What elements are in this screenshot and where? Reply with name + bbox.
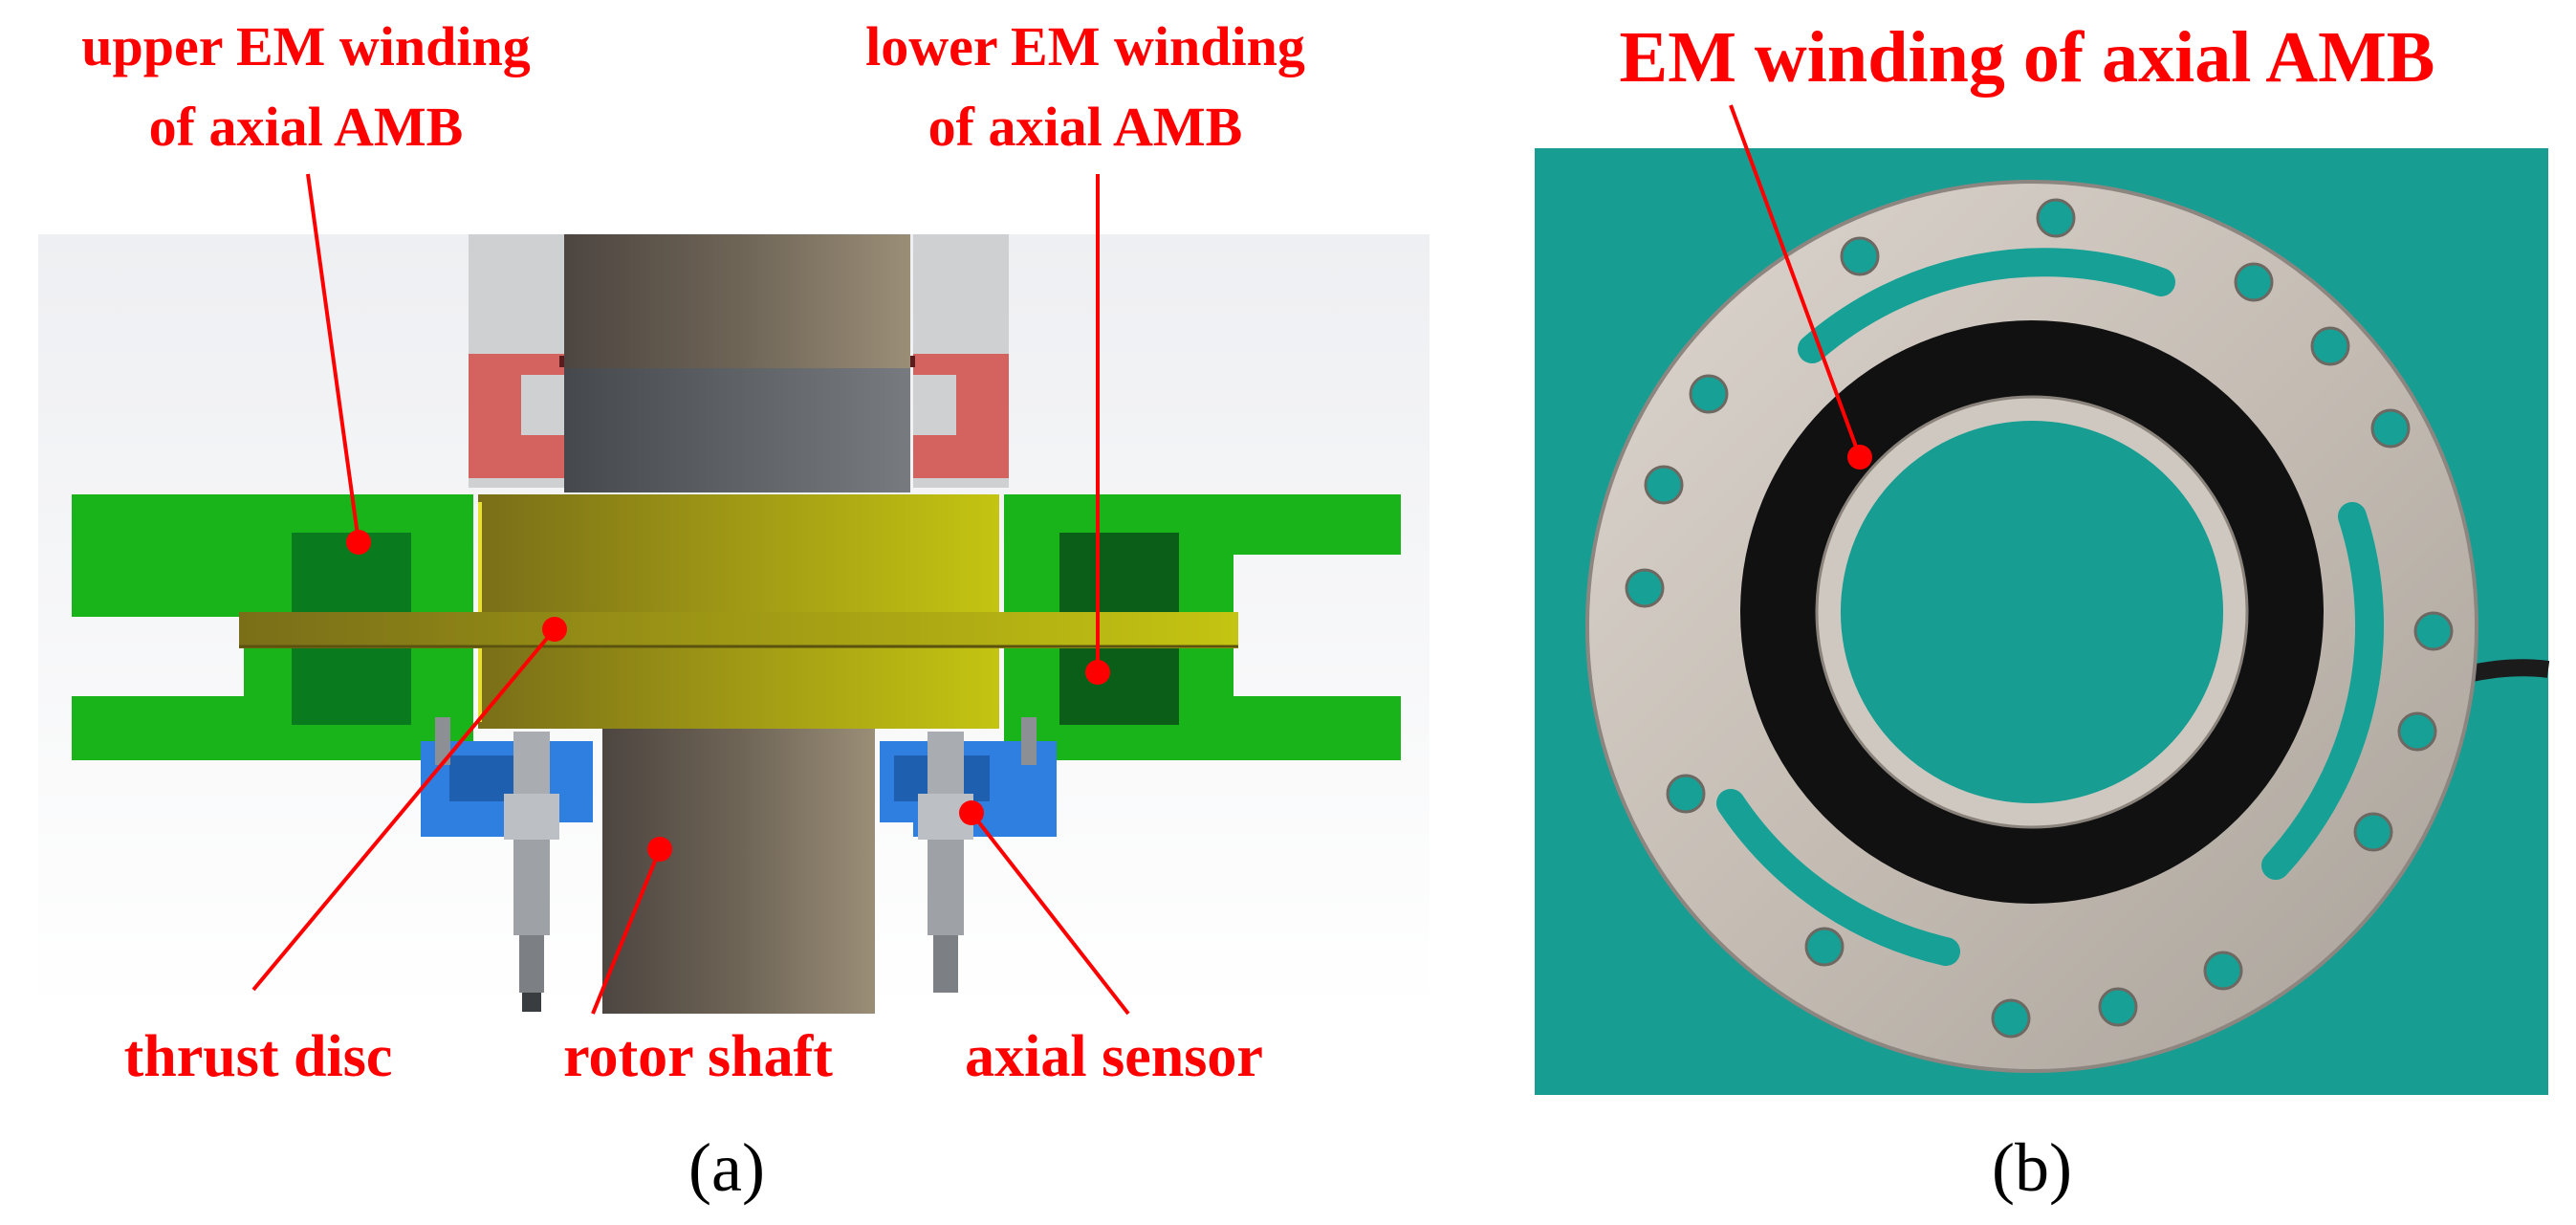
bolt-hole — [2310, 326, 2350, 366]
panel-a: upper EM winding of axial AMB lower EM w… — [38, 15, 1430, 1206]
thrust-disc-hub — [478, 494, 999, 729]
arc-slot-right — [2261, 502, 2384, 880]
axial-sensor-right — [918, 732, 973, 993]
label-thrust-disc: thrust disc — [124, 1024, 393, 1089]
rotor-shaft-lower — [602, 729, 875, 1014]
thrust-disc-plate — [239, 612, 1238, 648]
rotor-shaft-collar — [564, 368, 910, 492]
bolt-hole — [1991, 998, 2031, 1039]
bolt-hole — [2234, 262, 2274, 302]
caption-b: (b) — [1992, 1129, 2072, 1206]
bolt-hole — [1644, 465, 1684, 505]
label-axial-sensor: axial sensor — [965, 1024, 1263, 1089]
arc-slots — [1716, 248, 2384, 966]
bolt-hole — [2203, 951, 2243, 991]
bolt-hole — [2098, 987, 2138, 1027]
panel-a-leader-lines — [251, 173, 1130, 1016]
rotor-shaft-upper — [564, 234, 910, 368]
label-lower-winding-line1: lower EM winding — [865, 15, 1305, 77]
sensor-pin-right — [1021, 717, 1037, 765]
label-em-winding: EM winding of axial AMB — [1620, 17, 2435, 98]
bolt-hole — [2353, 812, 2393, 852]
arc-slot-top — [1798, 248, 2175, 363]
dot-lower-winding — [1085, 660, 1110, 685]
upper-bearing-right — [913, 354, 1009, 478]
bolt-hole — [2370, 408, 2411, 448]
leader-em-winding — [1729, 104, 1862, 458]
lower-winding-right — [1059, 648, 1179, 725]
center-bore — [1841, 421, 2223, 803]
dot-axial-sensor — [959, 800, 984, 825]
label-rotor-shaft: rotor shaft — [563, 1024, 833, 1089]
leader-rotor-shaft — [591, 848, 662, 1015]
upper-bearing-left — [469, 354, 569, 478]
bolt-hole — [2397, 711, 2437, 752]
dot-rotor-shaft — [647, 837, 672, 862]
leader-upper-winding — [306, 173, 360, 543]
label-upper-winding-line2: of axial AMB — [149, 96, 464, 158]
bolt-hole — [1840, 236, 1880, 276]
bolt-hole — [2413, 611, 2454, 651]
dot-thrust-disc — [542, 617, 567, 642]
label-upper-winding-line1: upper EM winding — [81, 15, 531, 77]
bolt-hole — [2036, 198, 2076, 238]
panel-b: EM winding of axial AMB (b) — [1535, 17, 2550, 1206]
label-lower-winding-line2: of axial AMB — [928, 96, 1243, 158]
caption-a: (a) — [688, 1129, 765, 1206]
bolt-hole — [1804, 927, 1845, 967]
center-bore-shade — [1841, 421, 2223, 803]
upper-winding-right — [1059, 533, 1179, 612]
sensor-pin-left — [435, 717, 450, 765]
bolt-hole — [1689, 374, 1729, 414]
lower-winding-left — [292, 648, 411, 725]
leader-axial-sensor — [970, 811, 1130, 1016]
axial-sensor-left — [504, 732, 559, 1012]
panel-a-leader-dots — [346, 530, 1110, 862]
arc-slot-bottom — [1716, 789, 1960, 966]
bolt-hole — [1625, 568, 1665, 608]
bolt-hole — [1666, 774, 1706, 814]
leader-thrust-disc — [251, 627, 557, 992]
dot-em-winding — [1847, 445, 1872, 470]
bolt-holes — [1625, 198, 2454, 1039]
dot-upper-winding — [346, 530, 371, 555]
